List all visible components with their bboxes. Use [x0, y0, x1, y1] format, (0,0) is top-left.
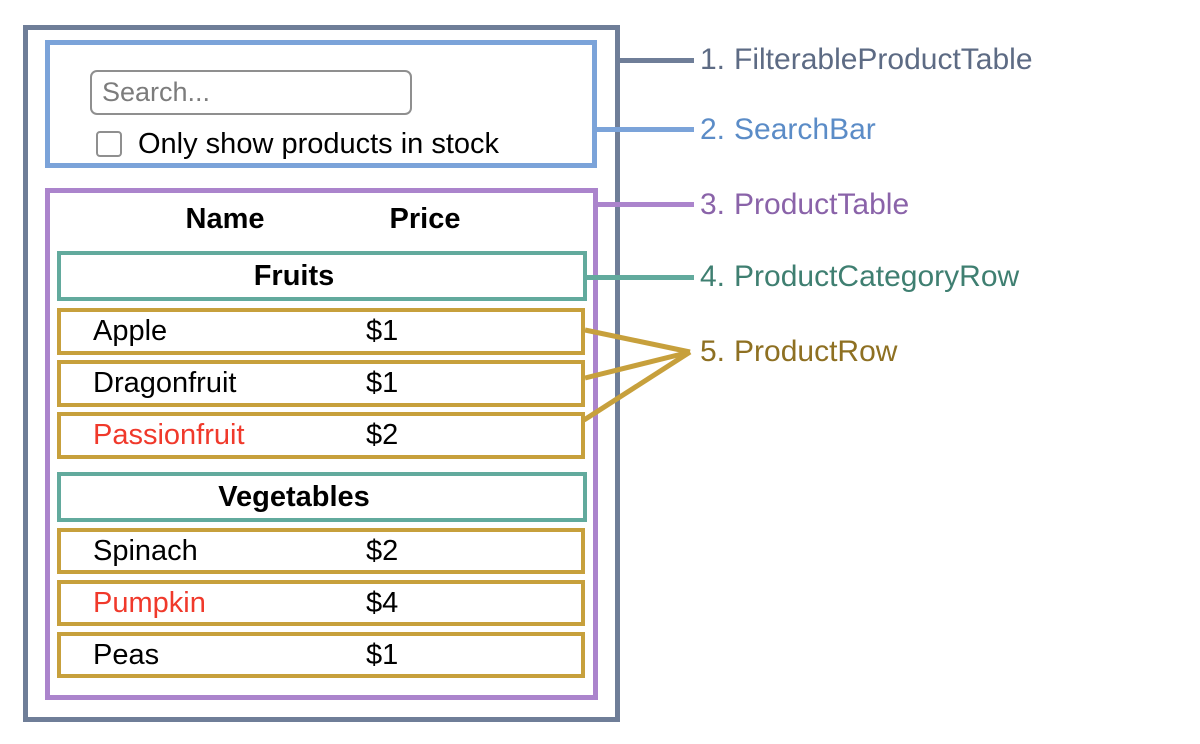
product-row-pumpkin: Pumpkin $4 — [57, 580, 585, 626]
legend-filterable-product-table: 1. FilterableProductTable — [700, 40, 1033, 80]
product-row-peas: Peas $1 — [57, 632, 585, 678]
product-row-dragonfruit: Dragonfruit $1 — [57, 360, 585, 407]
category-label: Vegetables — [218, 480, 370, 513]
legend-product-row: 5. ProductRow — [700, 332, 897, 372]
product-price: $2 — [366, 419, 399, 451]
in-stock-label: Only show products in stock — [138, 128, 500, 160]
legend-name: ProductRow — [734, 335, 898, 368]
product-name-out-of-stock: Pumpkin — [93, 586, 206, 619]
legend-search-bar: 2. SearchBar — [700, 110, 876, 150]
product-price: $4 — [366, 586, 399, 619]
stock-filter-row: Only show products in stock — [96, 129, 499, 159]
legend-number: 5. — [700, 335, 726, 368]
product-price: $1 — [366, 638, 399, 671]
search-input[interactable] — [90, 70, 412, 115]
connector-product-category-row — [585, 275, 694, 280]
product-row-passionfruit: Passionfruit $2 — [57, 412, 585, 459]
product-price: $2 — [366, 534, 399, 567]
in-stock-checkbox[interactable] — [96, 131, 122, 157]
product-name: Dragonfruit — [93, 367, 237, 399]
product-price: $1 — [366, 315, 399, 347]
category-label: Fruits — [253, 259, 335, 292]
legend-number: 2. — [700, 113, 726, 146]
legend-name: ProductTable — [734, 188, 910, 221]
category-row-vegetables: Vegetables — [57, 472, 587, 522]
legend-number: 1. — [700, 43, 726, 76]
category-row-fruits: Fruits — [57, 251, 587, 301]
product-row-apple: Apple $1 — [57, 308, 585, 355]
product-name: Peas — [93, 638, 160, 671]
connector-product-table — [596, 202, 694, 207]
legend-product-table: 3. ProductTable — [700, 185, 909, 225]
product-price: $1 — [366, 367, 399, 399]
product-name: Apple — [93, 315, 168, 347]
product-name: Spinach — [93, 534, 198, 567]
legend-name: SearchBar — [734, 113, 876, 146]
legend-number: 4. — [700, 260, 726, 293]
legend-number: 3. — [700, 188, 726, 221]
product-row-spinach: Spinach $2 — [57, 528, 585, 574]
legend-product-category-row: 4. ProductCategoryRow — [700, 257, 1019, 297]
column-header-price: Price — [389, 202, 461, 235]
column-header-name: Name — [185, 202, 265, 235]
connector-product-rows — [582, 327, 692, 423]
legend-name: FilterableProductTable — [734, 43, 1033, 76]
connector-filterable-product-table — [617, 58, 694, 63]
connector-search-bar — [595, 127, 694, 132]
legend-name: ProductCategoryRow — [734, 260, 1020, 293]
product-name-out-of-stock: Passionfruit — [93, 419, 245, 451]
